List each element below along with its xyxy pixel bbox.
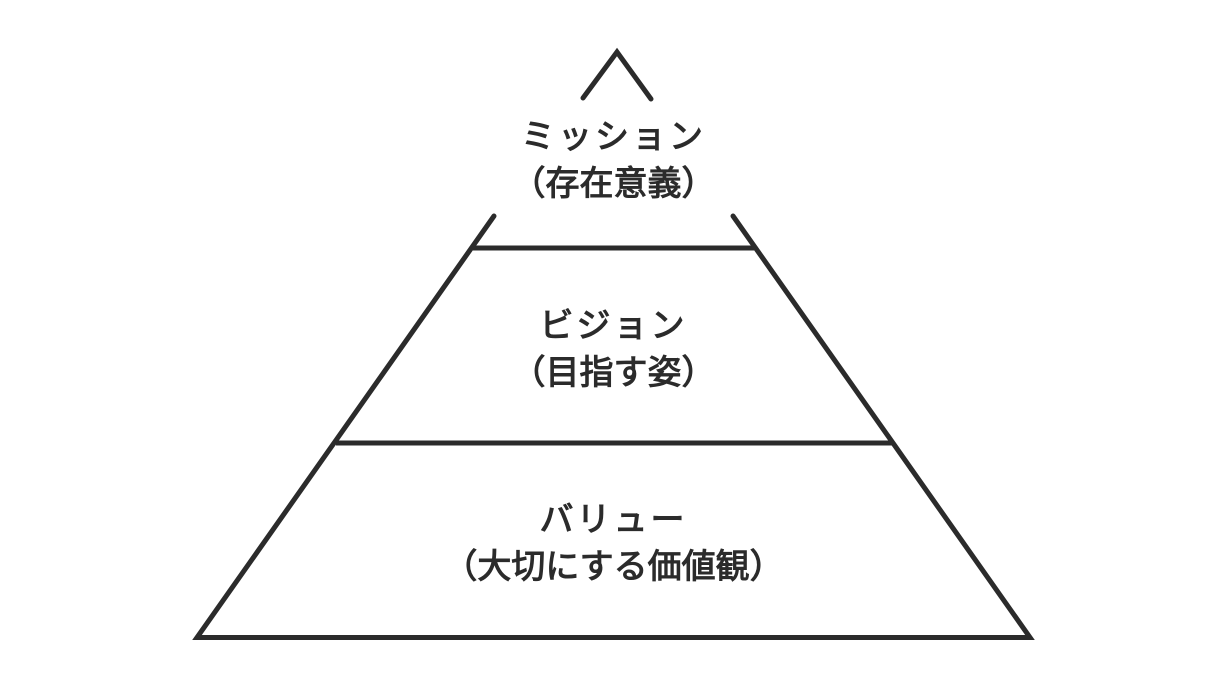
tier-vision-subtitle: （目指す姿） [511,353,716,393]
tier-vision-title: ビジョン [539,306,688,346]
pyramid-apex-chevron-icon [580,47,654,102]
tier-value-title: バリュー [539,500,688,540]
tier-label-value: バリュー （大切にする価値観） [0,497,1227,591]
tier-mission-title: ミッション [521,117,706,157]
tier-value-subtitle: （大切にする価値観） [443,547,784,587]
pyramid-edges [192,213,1035,640]
tier-label-mission: ミッション （存在意義） [0,114,1227,208]
tier-mission-subtitle: （存在意義） [511,164,716,204]
tier-label-vision: ビジョン （目指す姿） [0,303,1227,397]
